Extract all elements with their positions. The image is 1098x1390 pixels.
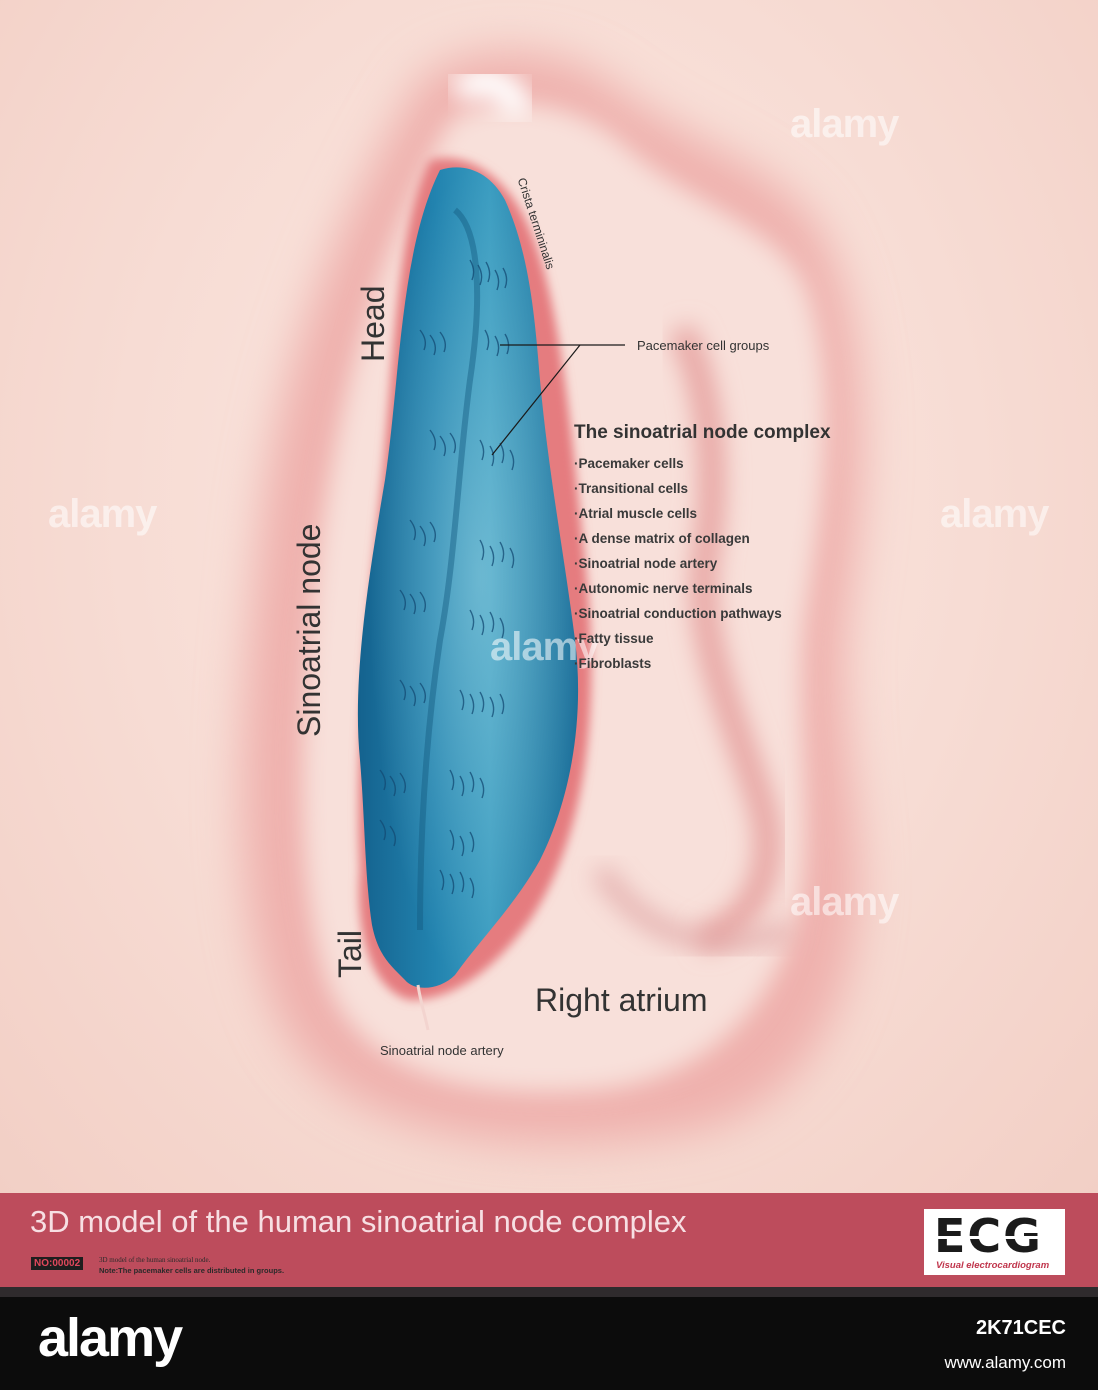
stock-footer: alamy 2K71CEC www.alamy.com	[0, 1297, 1098, 1390]
image-id: 2K71CEC	[976, 1317, 1066, 1340]
list-item: ·Sinoatrial conduction pathways	[574, 601, 831, 626]
pacemaker-cell-groups-label: Pacemaker cell groups	[637, 338, 769, 353]
figure-number-badge: NO:00002	[31, 1257, 83, 1270]
alamy-logo: alamy	[38, 1307, 181, 1369]
divider-strip	[0, 1287, 1098, 1297]
head-label: Head	[355, 286, 392, 363]
sinoatrial-node-label: Sinoatrial node	[291, 524, 328, 737]
list-item: ·Autonomic nerve terminals	[574, 576, 831, 601]
watermark: alamy	[790, 102, 898, 147]
watermark: alamy	[48, 492, 156, 537]
list-item: ·Fibroblasts	[574, 651, 831, 676]
diagram-canvas: alamy alamy alamy alamy alamy Crista ter…	[0, 0, 1098, 1193]
watermark: alamy	[940, 492, 1048, 537]
list-item: ·Sinoatrial node artery	[574, 551, 831, 576]
complex-legend: The sinoatrial node complex ·Pacemaker c…	[574, 422, 831, 676]
list-item: ·Fatty tissue	[574, 626, 831, 651]
ecg-logo-box: ECG Visual electrocardiogram	[924, 1209, 1065, 1275]
banner-note: Note:The pacemaker cells are distributed…	[99, 1266, 284, 1275]
list-item: ·Transitional cells	[574, 476, 831, 501]
banner-subtitle: 3D model of the human sinoatrial node.	[99, 1256, 210, 1264]
sinoatrial-node-artery-label: Sinoatrial node artery	[380, 1043, 504, 1058]
banner-title: 3D model of the human sinoatrial node co…	[30, 1204, 687, 1240]
right-atrium-label: Right atrium	[535, 982, 708, 1019]
ecg-logo-subtitle: Visual electrocardiogram	[936, 1260, 1049, 1271]
footer-url: www.alamy.com	[944, 1353, 1066, 1373]
watermark: alamy	[790, 880, 898, 925]
ecg-logo-stripe	[934, 1236, 1055, 1239]
list-item: ·Pacemaker cells	[574, 451, 831, 476]
list-item: ·A dense matrix of collagen	[574, 526, 831, 551]
list-item: ·Atrial muscle cells	[574, 501, 831, 526]
tail-label: Tail	[332, 930, 369, 978]
complex-list: ·Pacemaker cells ·Transitional cells ·At…	[574, 451, 831, 676]
complex-title: The sinoatrial node complex	[574, 422, 831, 444]
